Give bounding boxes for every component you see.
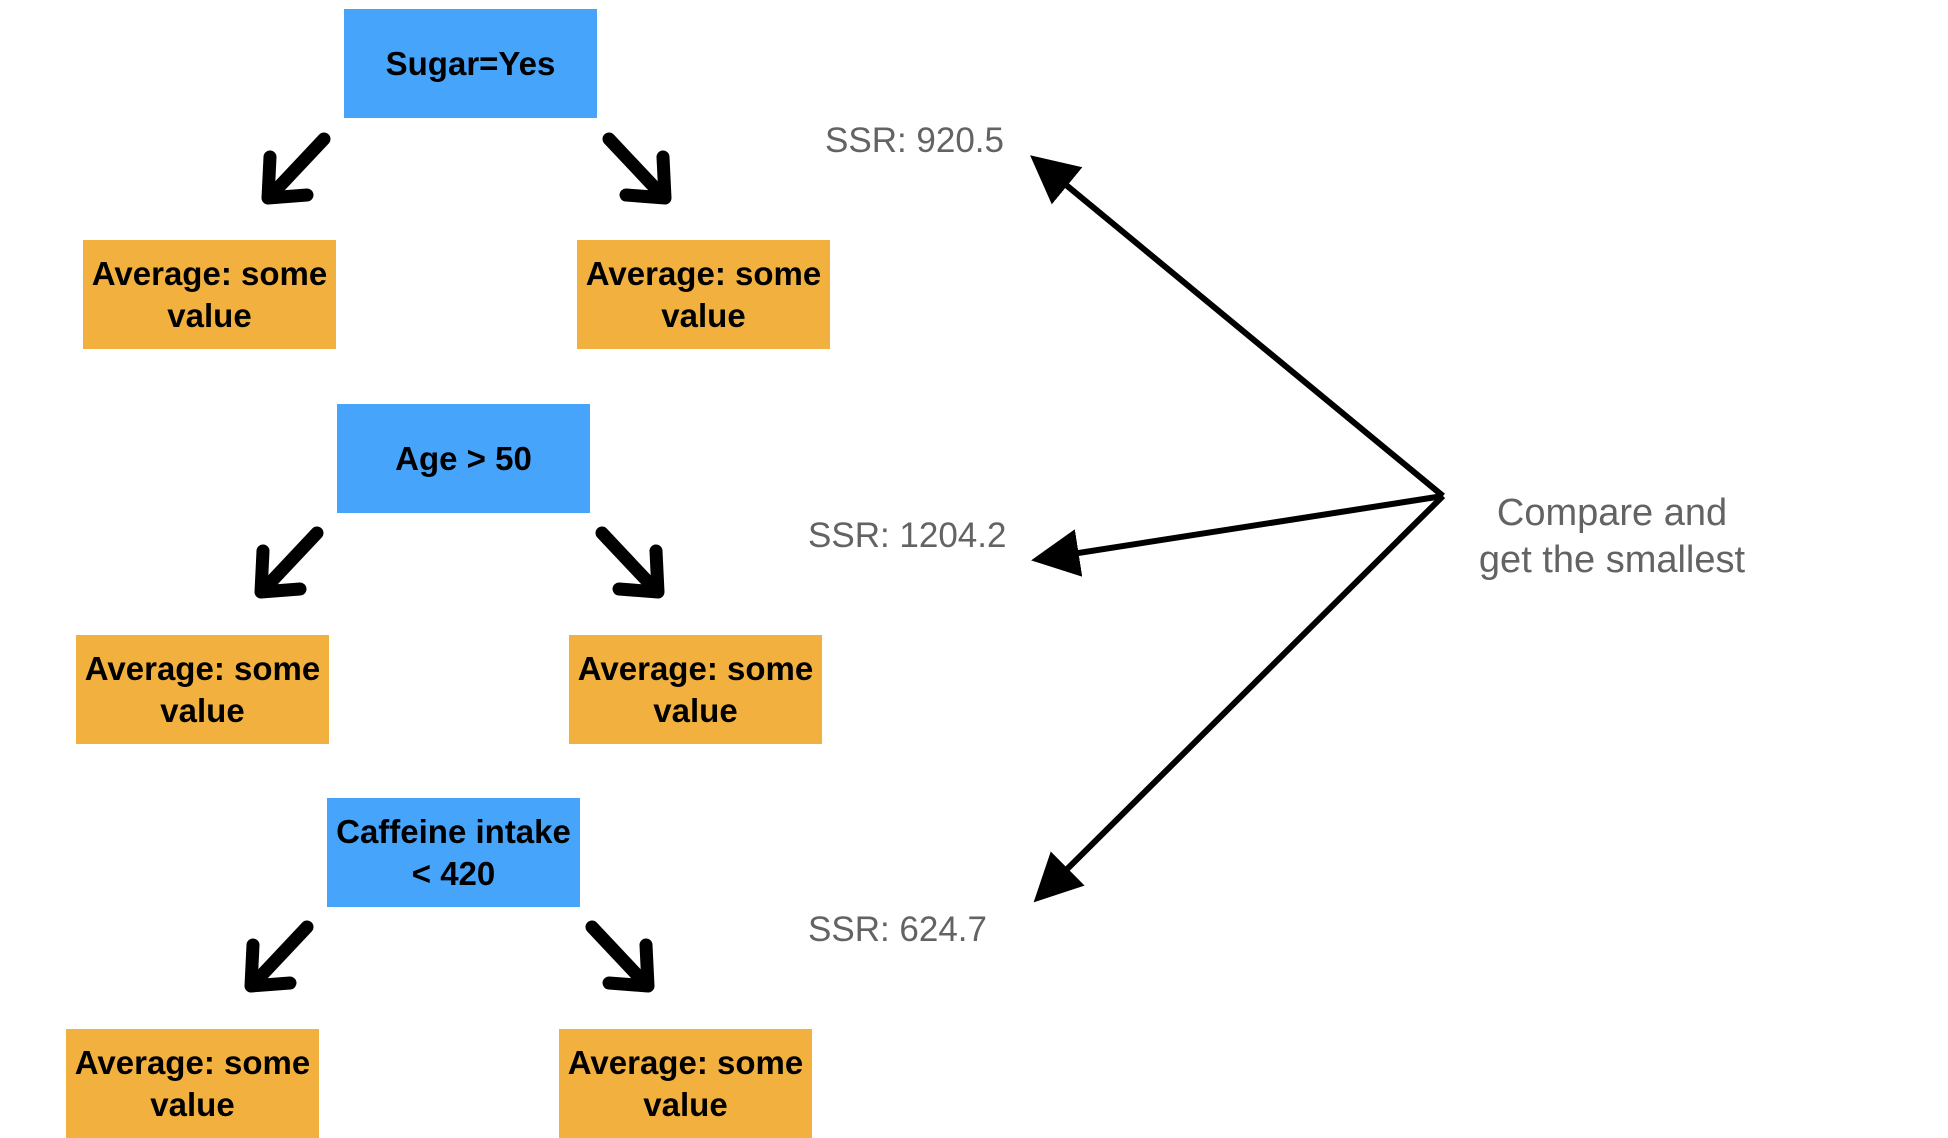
tree-1-right-leaf: Average: some value	[577, 240, 830, 349]
tree-2-left-down-arrow-icon	[254, 526, 324, 599]
compare-arrow-to-ssr-1-icon	[1030, 155, 1445, 499]
tree-2-ssr-label: SSR: 1204.2	[808, 516, 1007, 555]
tree-2-right-down-arrow-icon	[595, 526, 665, 599]
tree-1-right-down-arrow-icon	[602, 132, 672, 205]
tree-1-ssr-label: SSR: 920.5	[825, 121, 1004, 160]
compare-arrow-to-ssr-3-icon	[1033, 493, 1446, 903]
tree-1-left-leaf: Average: some value	[83, 240, 336, 349]
tree-3-ssr-label: SSR: 624.7	[808, 910, 987, 949]
tree-3-left-down-arrow-icon	[244, 920, 314, 993]
compare-note-line-1: Compare and	[1496, 492, 1728, 534]
tree-3-split-node: Caffeine intake < 420	[327, 798, 580, 907]
tree-2-right-leaf: Average: some value	[569, 635, 822, 744]
compare-arrow-to-ssr-2-icon	[1031, 493, 1444, 577]
tree-1-split-node: Sugar=Yes	[344, 9, 597, 118]
compare-note-line-2: get the smallest	[1478, 539, 1746, 581]
tree-3-left-leaf: Average: some value	[66, 1029, 319, 1138]
tree-1-left-down-arrow-icon	[261, 132, 331, 205]
tree-2-left-leaf: Average: some value	[76, 635, 329, 744]
tree-3-right-leaf: Average: some value	[559, 1029, 812, 1138]
tree-3-right-down-arrow-icon	[585, 920, 655, 993]
compare-note: Compare and get the smallest	[1462, 490, 1762, 584]
tree-2-split-node: Age > 50	[337, 404, 590, 513]
